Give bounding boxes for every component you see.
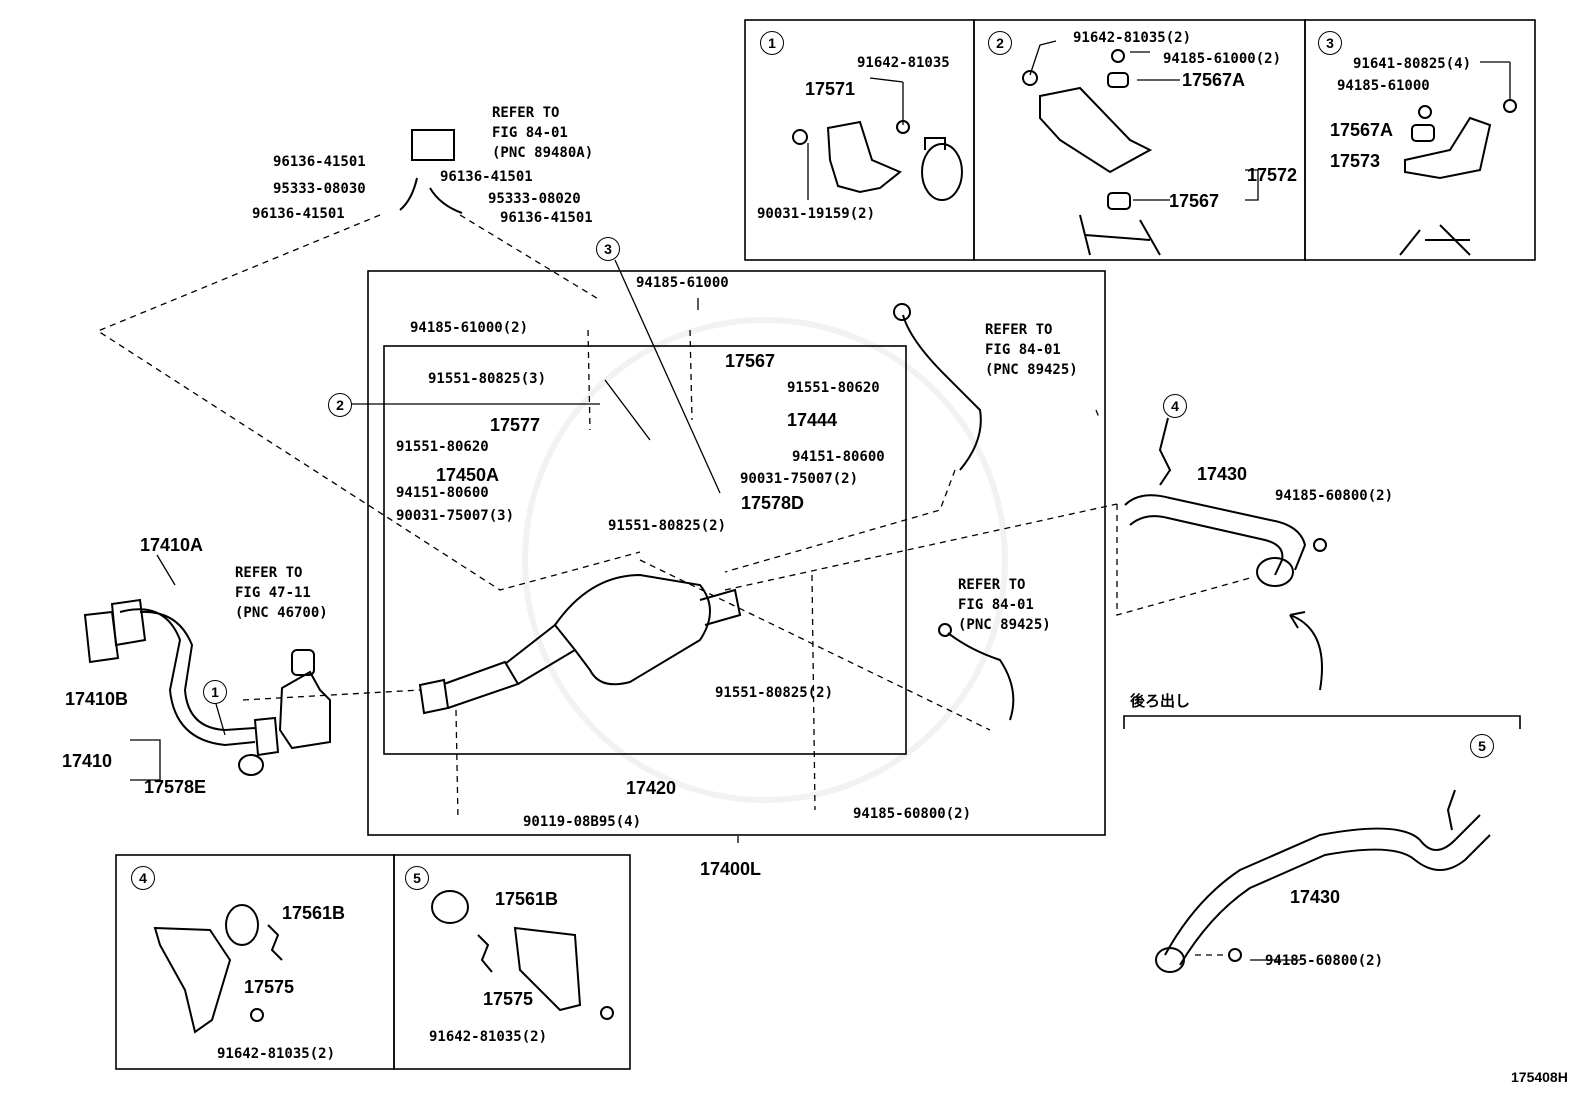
part-17410B[interactable]: 17410B [65, 689, 129, 709]
part-91641-80825[interactable]: 91641-80825(4) [1353, 56, 1472, 72]
part-94185-61000-2[interactable]: 94185-61000(2) [1163, 51, 1282, 67]
part-17400L[interactable]: 17400L [700, 859, 762, 879]
part-17430-rear[interactable]: 17430 [1290, 887, 1341, 907]
marker-5-rear: 5 [1470, 734, 1494, 758]
part-17450A[interactable]: 17450A [436, 465, 500, 485]
part-94185-61000[interactable]: 94185-61000 [1337, 78, 1430, 94]
part-17567-main[interactable]: 17567 [725, 351, 776, 371]
refer-fig-84-01-89425-bottom[interactable]: REFER TO FIG 84-01 (PNC 89425) [958, 577, 1051, 633]
part-96136-41501-a[interactable]: 96136-41501 [273, 154, 366, 170]
part-17578D[interactable]: 17578D [741, 493, 805, 513]
part-91551-80620-right[interactable]: 91551-80620 [787, 380, 880, 396]
part-95333-08030[interactable]: 95333-08030 [273, 181, 366, 197]
part-17575-4[interactable]: 17575 [244, 977, 295, 997]
part-91642-81035-2[interactable]: 91642-81035(2) [1073, 30, 1192, 46]
part-94185-61000-top[interactable]: 94185-61000 [636, 275, 729, 291]
refer-fig-47-11-46700[interactable]: REFER TO FIG 47-11 (PNC 46700) [235, 565, 328, 621]
part-90031-75007-2[interactable]: 90031-75007(2) [740, 471, 859, 487]
part-17578E[interactable]: 17578E [144, 777, 207, 797]
part-91642-81035[interactable]: 91642-81035 [857, 55, 950, 71]
marker-4-tail: 4 [1163, 394, 1187, 418]
part-94151-80600-right[interactable]: 94151-80600 [792, 449, 885, 465]
inset-marker-4: 4 [131, 866, 155, 890]
part-17575-5[interactable]: 17575 [483, 989, 534, 1009]
inset-marker-3: 3 [1318, 31, 1342, 55]
inset-marker-5: 5 [405, 866, 429, 890]
part-17567[interactable]: 17567 [1169, 191, 1220, 211]
part-90031-75007-3[interactable]: 90031-75007(3) [396, 508, 515, 524]
part-17571[interactable]: 17571 [805, 79, 856, 99]
rear-exit-title: 後ろ出し [1130, 692, 1191, 710]
diagram-id: 175408H [1511, 1069, 1568, 1085]
part-17577[interactable]: 17577 [490, 415, 541, 435]
rear-exit-bracket [1123, 715, 1521, 729]
part-17567A[interactable]: 17567A [1182, 70, 1246, 90]
part-17430-tail[interactable]: 17430 [1197, 464, 1248, 484]
inset-marker-2: 2 [988, 31, 1012, 55]
part-17572[interactable]: 17572 [1247, 165, 1298, 185]
assembly-box-outer [367, 270, 1106, 836]
inset-box-5 [393, 854, 631, 1070]
part-17410[interactable]: 17410 [62, 751, 113, 771]
part-94185-60800-tail[interactable]: 94185-60800(2) [1275, 488, 1394, 504]
inset-marker-1: 1 [760, 31, 784, 55]
refer-fig-84-01-89425-top[interactable]: REFER TO FIG 84-01 (PNC 89425) [985, 322, 1078, 378]
part-96136-41501-c[interactable]: 96136-41501 [252, 206, 345, 222]
marker-3-main: 3 [596, 237, 620, 261]
part-91642-81035-5[interactable]: 91642-81035(2) [429, 1029, 548, 1045]
part-17420[interactable]: 17420 [626, 778, 677, 798]
part-95333-08020[interactable]: 95333-08020 [488, 191, 581, 207]
part-17573[interactable]: 17573 [1330, 151, 1381, 171]
part-17561B-4[interactable]: 17561B [282, 903, 346, 923]
part-94185-61000-left[interactable]: 94185-61000(2) [410, 320, 529, 336]
part-90119-08B95[interactable]: 90119-08B95(4) [523, 814, 642, 830]
part-96136-41501-b[interactable]: 96136-41501 [440, 169, 533, 185]
part-91551-80825-2-bottom[interactable]: 91551-80825(2) [715, 685, 834, 701]
marker-2-main: 2 [328, 393, 352, 417]
part-94185-60800-main[interactable]: 94185-60800(2) [853, 806, 972, 822]
assembly-box-inner [383, 345, 907, 755]
part-17444[interactable]: 17444 [787, 410, 838, 430]
part-17567A-3[interactable]: 17567A [1330, 120, 1394, 140]
inset-box-4 [115, 854, 395, 1070]
part-91642-81035-4[interactable]: 91642-81035(2) [217, 1046, 336, 1062]
part-94151-80600-left[interactable]: 94151-80600 [396, 485, 489, 501]
part-17410A[interactable]: 17410A [140, 535, 204, 555]
part-91551-80620-left[interactable]: 91551-80620 [396, 439, 489, 455]
inset-box-3 [1304, 19, 1536, 261]
refer-fig-84-01-89480a[interactable]: REFER TO FIG 84-01 (PNC 89480A) [492, 105, 594, 161]
part-91551-80825-2-top[interactable]: 91551-80825(2) [608, 518, 727, 534]
part-91551-80825-3[interactable]: 91551-80825(3) [428, 371, 547, 387]
part-96136-41501-d[interactable]: 96136-41501 [500, 210, 593, 226]
part-17561B-5[interactable]: 17561B [495, 889, 559, 909]
marker-1-front: 1 [203, 680, 227, 704]
part-90031-19159[interactable]: 90031-19159(2) [757, 206, 876, 222]
part-94185-60800-rear[interactable]: 94185-60800(2) [1265, 953, 1384, 969]
